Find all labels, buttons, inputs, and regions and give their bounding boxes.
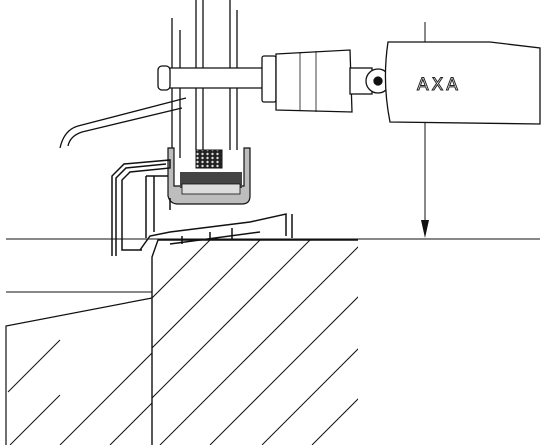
axa-logo-text: AXA (417, 75, 461, 95)
lock-lever (59, 97, 187, 149)
rubber-gasket (195, 149, 223, 169)
window-lock (157, 41, 541, 125)
glazing-clip (167, 147, 251, 205)
window-frame-profile (111, 159, 293, 256)
masonry-block-hatched (151, 239, 358, 445)
wall-left-hatched-section (5, 291, 153, 445)
